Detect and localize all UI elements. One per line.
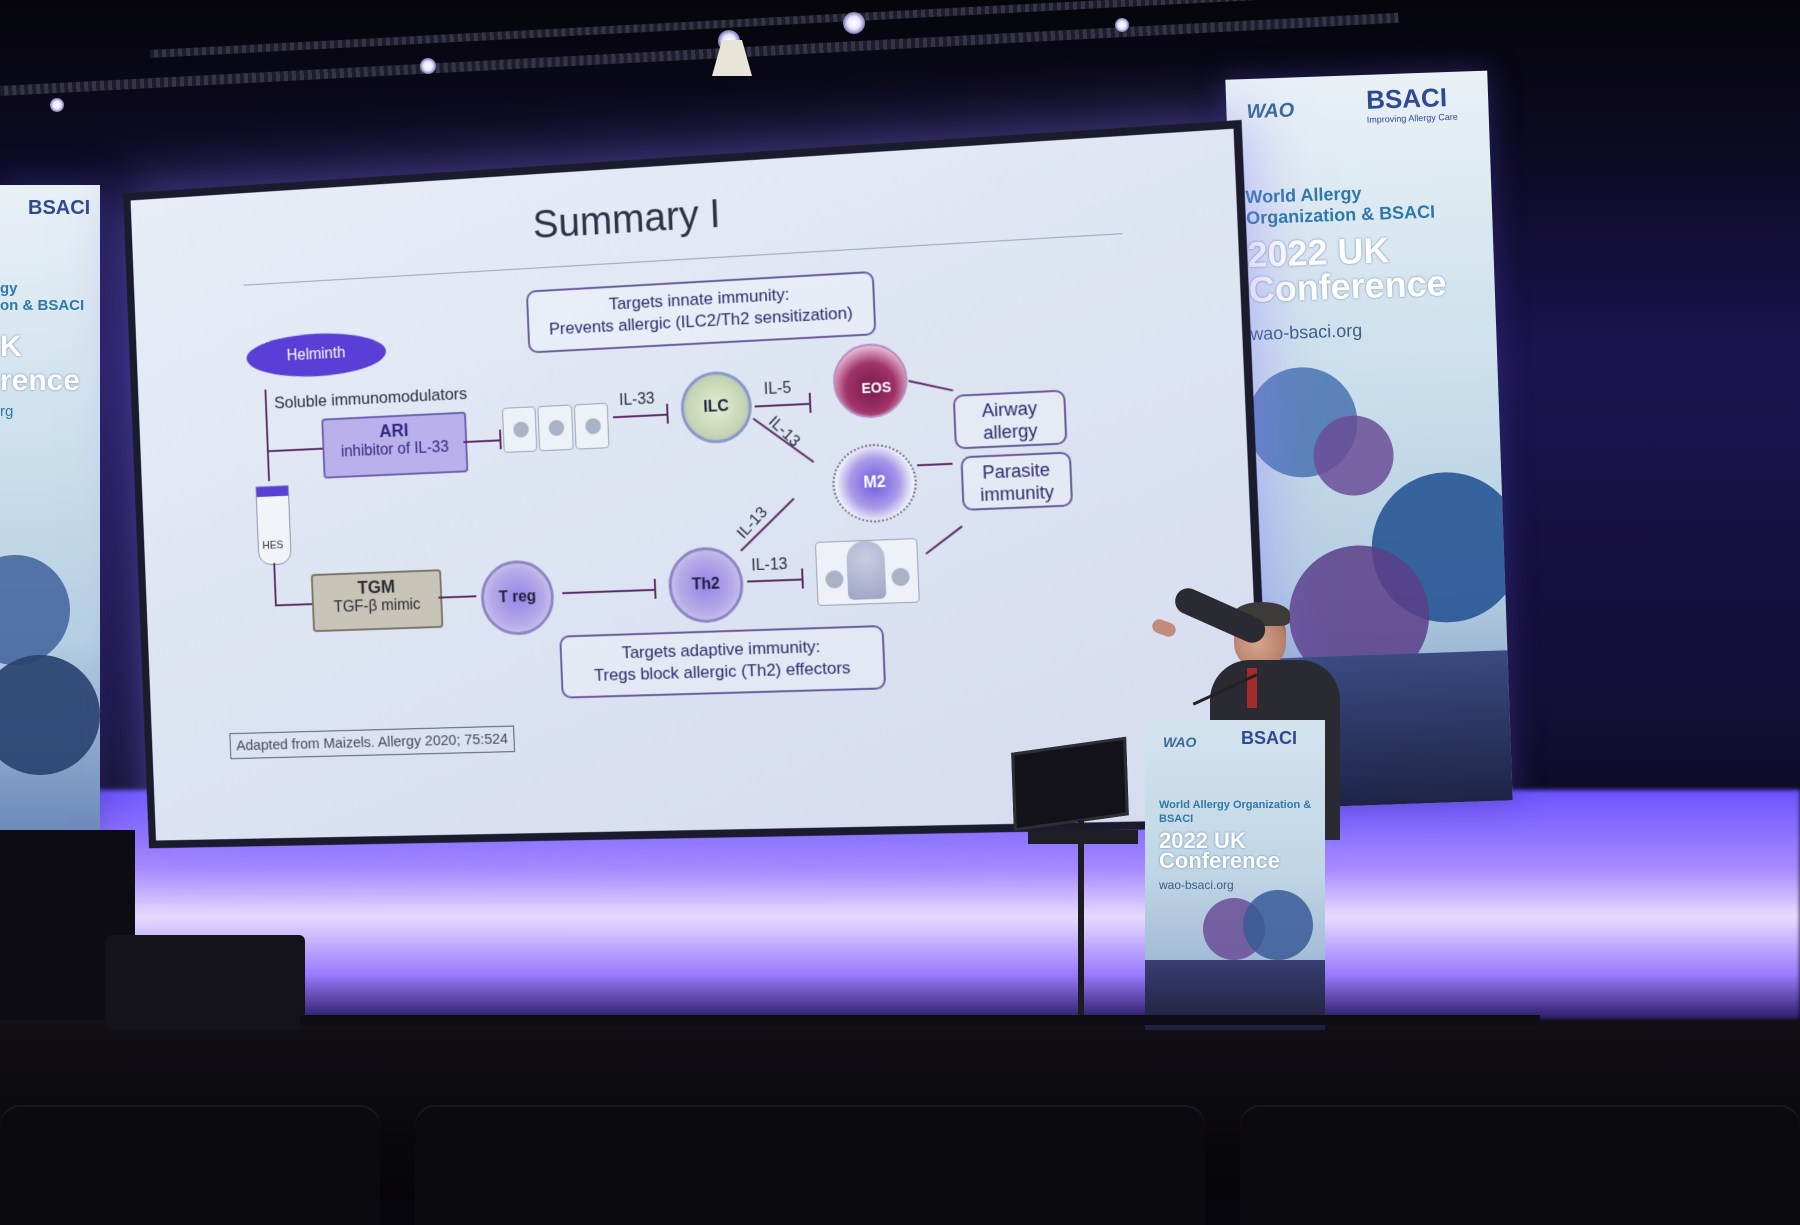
parasite-immunity-box: Parasite immunity <box>960 451 1074 511</box>
podium-url: wao-bsaci.org <box>1159 878 1234 892</box>
banner-url: wao-bsaci.org <box>1249 320 1363 345</box>
tgm-subtitle: TGF-β mimic <box>333 596 421 616</box>
stage-light <box>50 98 64 112</box>
il13-line-c <box>747 578 802 583</box>
eos-label: EOS <box>861 378 892 397</box>
banner-blob <box>1312 414 1395 497</box>
il5-label: IL-5 <box>763 379 792 399</box>
tgm-box: TGM TGF-β mimic <box>310 569 444 633</box>
podium-wao-logo: WAO <box>1163 734 1197 750</box>
monitor-stand-top <box>1028 830 1138 844</box>
stage-light <box>420 58 436 74</box>
eos-cell: EOS <box>831 341 910 420</box>
podium-conf-1: 2022 UK <box>1159 828 1246 853</box>
hes-label: HES <box>262 539 284 552</box>
il5-bar <box>808 392 812 413</box>
parasite-line-2: immunity <box>979 481 1055 506</box>
eos-to-airway-line <box>908 379 954 392</box>
confidence-monitor <box>1011 736 1129 832</box>
goblet-cells <box>814 538 920 607</box>
source-citation: Adapted from Maizels. Allergy 2020; 75:5… <box>229 725 516 760</box>
speaker-tie <box>1247 668 1257 708</box>
m2-to-boxes-line <box>917 462 953 467</box>
epithelial-cell <box>537 404 574 452</box>
il33-label: IL-33 <box>618 390 655 410</box>
bsaci-tagline: Improving Allergy Care <box>1366 111 1458 125</box>
slide: Summary I Targets innate immunity: Preve… <box>130 128 1264 841</box>
hes-tube: HES <box>255 485 292 566</box>
adaptive-immunity-box: Targets adaptive immunity: Tregs block a… <box>559 624 887 699</box>
projection-screen: Summary I Targets innate immunity: Preve… <box>123 119 1272 849</box>
podium: WAO BSACI World Allergy Organization & B… <box>1145 720 1325 1030</box>
audience-seat <box>0 1105 380 1225</box>
left-banner: BSACI gy on & BSACI K rence rg <box>0 185 100 835</box>
airway-allergy-box: Airway allergy <box>952 389 1068 450</box>
treg-cell: T reg <box>479 559 556 637</box>
il13-bar-c <box>801 568 804 589</box>
epithelial-cell <box>573 402 610 450</box>
banner-blob <box>0 555 70 665</box>
stage-light <box>1115 18 1129 32</box>
il5-line <box>754 402 810 408</box>
left-banner-logo: BSACI <box>28 197 91 219</box>
left-banner-org: gy on & BSACI <box>0 280 85 314</box>
podium-blob <box>1243 890 1313 960</box>
ari-box: ARI inhibitor of IL-33 <box>321 411 469 479</box>
bsaci-logo: BSACI <box>1365 82 1448 115</box>
banner-org: World Allergy Organization & BSACI <box>1245 183 1436 229</box>
audience-seat <box>415 1105 1205 1225</box>
banner-blob <box>0 655 100 775</box>
monitor-stand <box>1078 820 1084 1020</box>
stage-edge-rail <box>300 1015 1540 1025</box>
il33-bar <box>666 403 669 424</box>
helminth-label: Helminth <box>245 329 387 380</box>
soluble-immunomodulators: Soluble immunomodulators <box>273 384 468 413</box>
title-rule <box>243 233 1123 286</box>
epithelial-cells <box>501 402 610 453</box>
innate-immunity-box: Targets innate immunity: Prevents allerg… <box>525 270 877 354</box>
banner-conf-2: Conference <box>1247 262 1448 311</box>
hes-down-line <box>273 562 277 606</box>
podium-bsaci-logo: BSACI <box>1241 728 1298 748</box>
m2-cell: M2 <box>830 442 919 525</box>
left-banner-conference: K rence <box>0 330 81 397</box>
ari-connector <box>268 447 323 453</box>
th2-cell: Th2 <box>667 545 745 625</box>
tgm-to-treg-arrow <box>438 595 477 599</box>
treg-to-th2-line <box>562 588 655 595</box>
goblet-to-parasite-line <box>925 525 963 555</box>
helminth-arrow <box>264 389 270 482</box>
audience-seat <box>1240 1105 1800 1225</box>
slide-title: Summary I <box>531 192 722 248</box>
epithelial-cell <box>501 406 538 453</box>
il33-line <box>613 413 667 419</box>
ilc-cell: ILC <box>679 369 754 445</box>
treg-to-th2-bar <box>653 578 657 599</box>
il13-label-c: IL-13 <box>751 556 788 575</box>
left-banner-url: rg <box>0 403 14 420</box>
wao-logo: WAO <box>1246 99 1295 124</box>
ari-inhibit-bar <box>499 429 502 450</box>
hes-to-tgm-line <box>274 603 313 607</box>
stage-speaker-box <box>105 935 305 1030</box>
podium-org: World Allergy Organization & BSACI <box>1159 799 1312 825</box>
airway-line-2: allergy <box>982 420 1038 444</box>
podium-conf-2: Conference <box>1159 848 1281 873</box>
stage-light <box>843 12 865 34</box>
ari-inhibit-line <box>463 439 500 444</box>
